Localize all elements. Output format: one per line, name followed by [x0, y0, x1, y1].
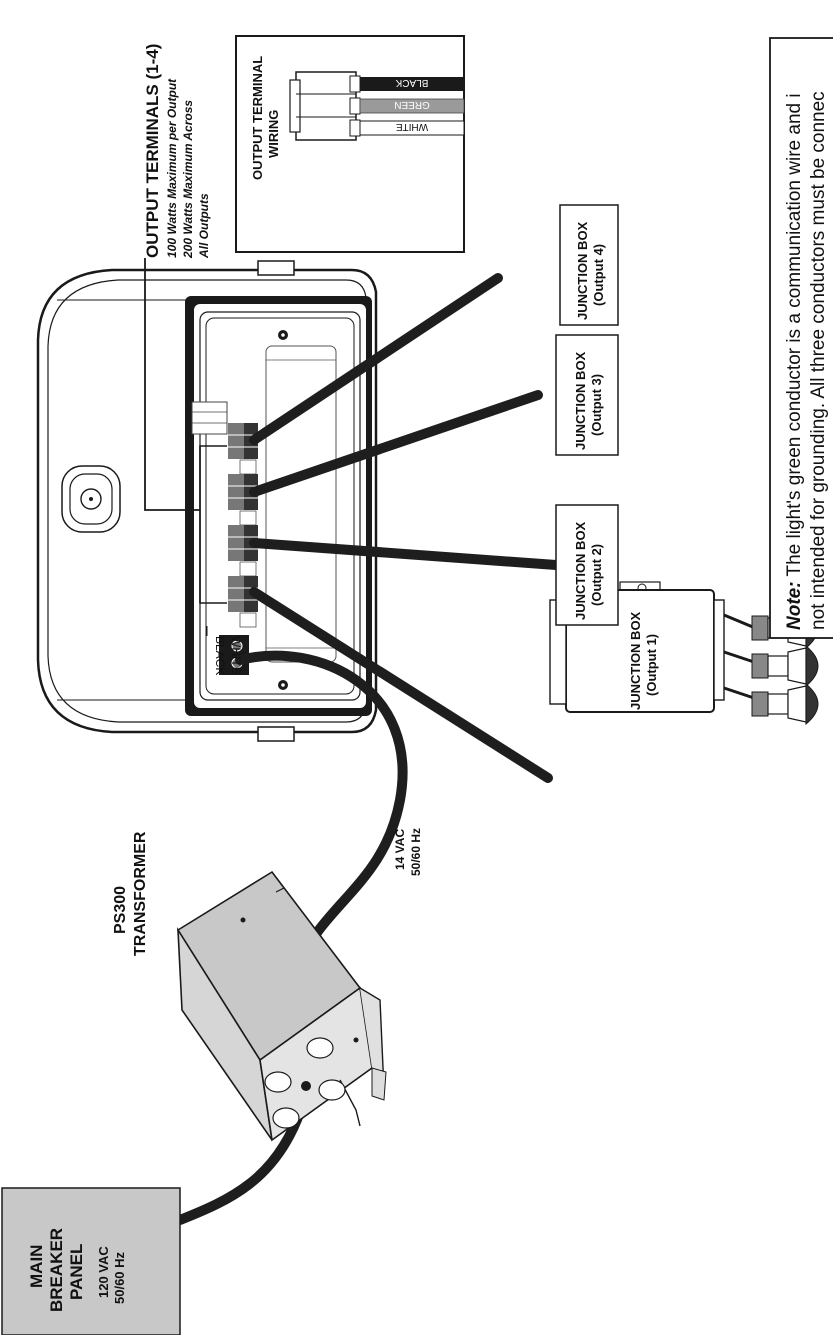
svg-text:BREAKER: BREAKER	[47, 1228, 66, 1312]
input-white-label: WHITE	[229, 636, 243, 675]
svg-text:PS300: PS300	[112, 886, 129, 934]
svg-text:All Outputs: All Outputs	[197, 193, 211, 259]
cable-120vac	[175, 1107, 305, 1225]
svg-text:Note: The light's green conduc: Note: The light's green conductor is a c…	[784, 93, 805, 630]
note-line-1: The light's green conductor is a communi…	[784, 93, 805, 581]
wire-green-label: GREEN	[394, 99, 430, 110]
transformer-output-label: 14 VAC 50/60 Hz	[393, 828, 423, 876]
svg-text:OUTPUT TERMINALS (1-4): OUTPUT TERMINALS (1-4)	[143, 44, 162, 258]
junction-box-1-label: JUNCTION BOX (Output 1)	[628, 611, 659, 710]
junction-box-2-label: JUNCTION BOX (Output 2)	[573, 521, 604, 620]
junction-box-2	[555, 504, 619, 626]
note-label: Note:	[784, 581, 805, 630]
note-text: Note: The light's green conductor is a c…	[784, 91, 829, 630]
cable-output-4	[249, 273, 503, 445]
svg-text:200 Watts Maximum Across: 200 Watts Maximum Across	[181, 100, 195, 259]
svg-text:(Output 3): (Output 3)	[589, 374, 604, 436]
svg-text:(Output 1): (Output 1)	[644, 634, 659, 696]
wire-green	[359, 98, 465, 114]
output-terminals-label: OUTPUT TERMINALS (1-4) 100 Watts Maximum…	[143, 44, 211, 259]
wiring-inset	[235, 35, 465, 253]
svg-text:TRANSFORMER: TRANSFORMER	[132, 831, 149, 956]
svg-text:120 VAC: 120 VAC	[96, 1246, 111, 1298]
note-line-2: not intended for grounding. All three co…	[808, 91, 829, 630]
output-terminal-blocks	[191, 401, 258, 628]
svg-text:JUNCTION BOX: JUNCTION BOX	[575, 221, 590, 320]
svg-text:(Output 4): (Output 4)	[591, 244, 606, 306]
svg-text:14 VAC: 14 VAC	[393, 829, 407, 870]
junction-box-3	[555, 334, 619, 456]
transformer-label: PS300 TRANSFORMER	[112, 831, 149, 956]
cable-output-2	[249, 538, 561, 570]
svg-text:JUNCTION BOX: JUNCTION BOX	[628, 611, 643, 710]
wiring-inset-title: OUTPUT TERMINAL WIRING	[250, 56, 281, 180]
wire-black	[360, 77, 464, 91]
svg-text:(Output 2): (Output 2)	[589, 544, 604, 606]
input-terminal	[206, 626, 249, 675]
svg-text:100 Watts Maximum per Output: 100 Watts Maximum per Output	[165, 78, 179, 258]
fixture-3	[751, 682, 819, 726]
input-black-label: BLACK	[213, 636, 227, 675]
note-box	[769, 37, 833, 639]
junction-box-4-label: JUNCTION BOX (Output 4)	[575, 221, 606, 320]
cable-output-3	[249, 390, 543, 497]
junction-box-1	[549, 581, 761, 713]
svg-text:50/60 Hz: 50/60 Hz	[112, 1251, 127, 1304]
svg-text:WIRING: WIRING	[266, 110, 281, 158]
fixture-2	[751, 644, 819, 688]
svg-text:OUTPUT TERMINAL: OUTPUT TERMINAL	[250, 56, 265, 180]
wire-white-label: WHITE	[396, 121, 429, 132]
svg-text:50/60 Hz: 50/60 Hz	[409, 828, 423, 876]
cable-14vac	[235, 650, 408, 965]
wire-black-label: BLACK	[395, 77, 428, 88]
center-button	[61, 465, 121, 533]
wire-white	[359, 120, 465, 136]
main-panel-label: MAIN BREAKER PANEL 120 VAC 50/60 Hz	[27, 1228, 127, 1312]
output-terminals-bracket	[144, 258, 227, 604]
output-cables	[249, 273, 561, 783]
svg-text:PANEL: PANEL	[67, 1244, 86, 1300]
ps300-transformer	[176, 870, 387, 1142]
junction-box-3-label: JUNCTION BOX (Output 3)	[573, 351, 604, 450]
junction-box-4	[559, 204, 619, 326]
cable-output-1	[249, 587, 553, 783]
main-breaker-panel	[1, 1187, 181, 1335]
svg-text:MAIN: MAIN	[27, 1245, 46, 1288]
svg-text:JUNCTION BOX: JUNCTION BOX	[573, 351, 588, 450]
terminal-output-4	[228, 423, 258, 459]
svg-text:JUNCTION BOX: JUNCTION BOX	[573, 521, 588, 620]
